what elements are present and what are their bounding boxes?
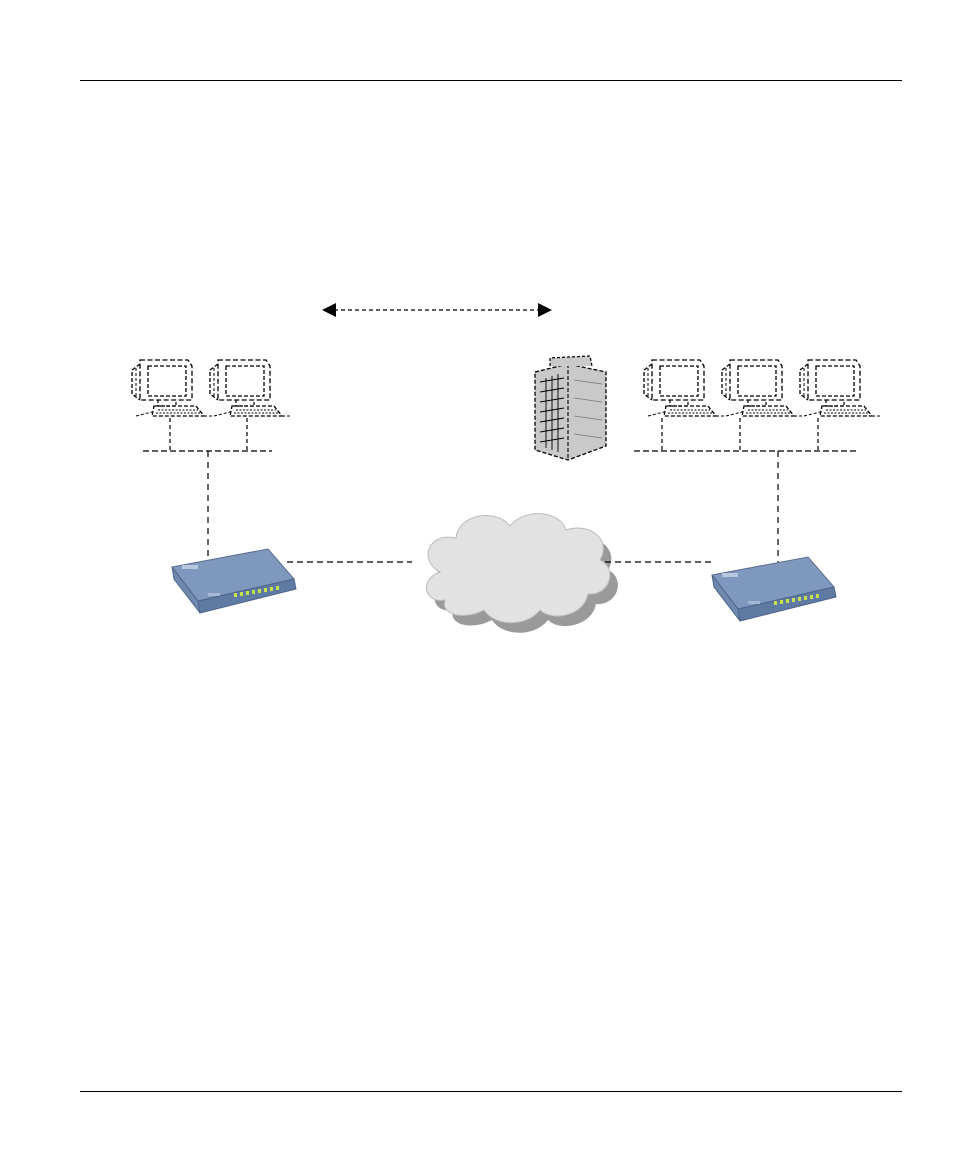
right-router — [712, 557, 836, 621]
office-building-icon — [535, 356, 606, 460]
right-lan — [634, 360, 880, 562]
computer-icon — [132, 360, 212, 416]
left-router — [172, 549, 296, 613]
bidirectional-arrow — [322, 303, 552, 317]
computer-icon — [644, 360, 724, 416]
computer-icon — [722, 360, 802, 416]
router-icon — [712, 557, 836, 621]
router-icon — [172, 549, 296, 613]
computer-icon — [210, 360, 290, 416]
internet-cloud — [426, 514, 617, 633]
left-lan — [132, 360, 290, 562]
computer-icon — [800, 360, 880, 416]
